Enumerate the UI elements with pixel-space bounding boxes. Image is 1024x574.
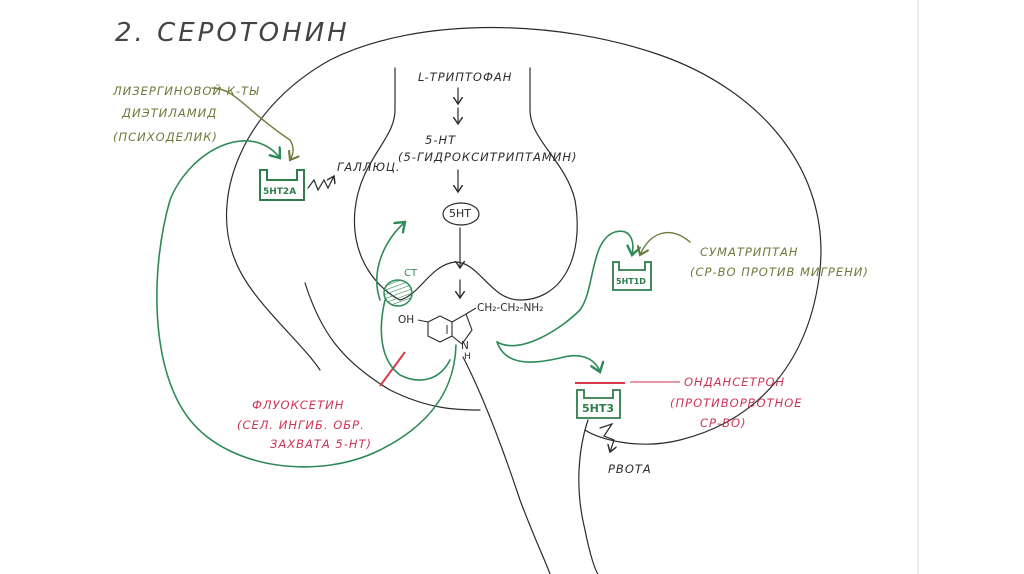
serotonin-transporter	[383, 279, 413, 307]
lower-neuron-left-edge	[304, 282, 481, 411]
postsynaptic-neuron-outline	[225, 26, 822, 445]
label-5ht: 5-НТ	[425, 133, 457, 147]
effect-vomiting: РВОТА	[608, 462, 652, 476]
reuptake-arrow	[376, 222, 405, 301]
axon-left-line	[462, 356, 551, 574]
molecule-side-chain: CH₂-CH₂-NH₂	[477, 302, 544, 314]
receptor-5ht1d-label: 5НТ1D	[616, 277, 646, 286]
drug-lsd-line2: ДИЭТИЛАМИД	[122, 106, 218, 120]
label-tryptophan: L-ТРИПТОФАН	[418, 70, 513, 84]
molecule-h: H	[464, 352, 471, 362]
receptor-5ht2a	[259, 169, 305, 201]
drug-fluoxetine-line2: (СЕЛ. ИНГИБ. ОБР.	[237, 418, 365, 432]
serotonin-molecule	[417, 307, 477, 345]
axon-right-line	[578, 419, 599, 574]
receptor-5ht3	[576, 389, 621, 419]
transporter-label: СТ	[404, 268, 418, 279]
molecule-n: N	[461, 340, 469, 352]
vomiting-signal-zigzag	[599, 422, 614, 452]
drug-fluoxetine-line3: ЗАХВАТА 5-НТ)	[270, 437, 373, 451]
drug-lsd-line3: (ПСИХОДЕЛИК)	[113, 130, 218, 144]
synaptic-cleft-left	[380, 299, 451, 381]
effect-hallucinations: ГАЛЛЮЦ.	[337, 160, 401, 174]
drug-ondansetron-line3: СР-ВО)	[700, 416, 747, 430]
receptor-5ht1d	[612, 261, 652, 291]
drug-ondansetron-line2: (ПРОТИВОРВОТНОЕ	[670, 396, 803, 410]
fluoxetine-block-line	[379, 351, 406, 387]
vesicle-5ht	[442, 202, 480, 226]
page-title: 2. СЕРОТОНИН	[115, 18, 350, 48]
presynaptic-terminal	[353, 67, 578, 301]
molecule-oh: OH	[398, 314, 415, 326]
receptor-5ht2a-label: 5НТ2А	[263, 187, 297, 197]
drug-lsd-line1: ЛИЗЕРГИНОВОЙ К-ТЫ	[113, 84, 260, 98]
signal-path-to-5ht3	[496, 341, 600, 372]
lsd-arrow	[211, 87, 293, 160]
receptor-5ht3-label: 5НТ3	[582, 402, 615, 415]
sumatriptan-arrow	[640, 232, 691, 255]
drug-sumatriptan-line2: (СР-ВО ПРОТИВ МИГРЕНИ)	[690, 265, 869, 279]
label-5-hydroxytryptamine: (5-ГИДРОКСИТРИПТАМИН)	[398, 150, 578, 164]
hallucination-signal-zigzag	[307, 176, 334, 192]
signal-path-to-5ht1d	[496, 230, 633, 347]
drug-fluoxetine-line1: ФЛУОКСЕТИН	[252, 398, 345, 412]
vesicle-label: 5НТ	[449, 207, 471, 220]
drug-ondansetron-line1: ОНДАНСЕТРОН	[684, 375, 786, 389]
drug-sumatriptan-line1: СУМАТРИПТАН	[700, 245, 799, 259]
signal-path-to-5ht2a	[156, 140, 457, 468]
